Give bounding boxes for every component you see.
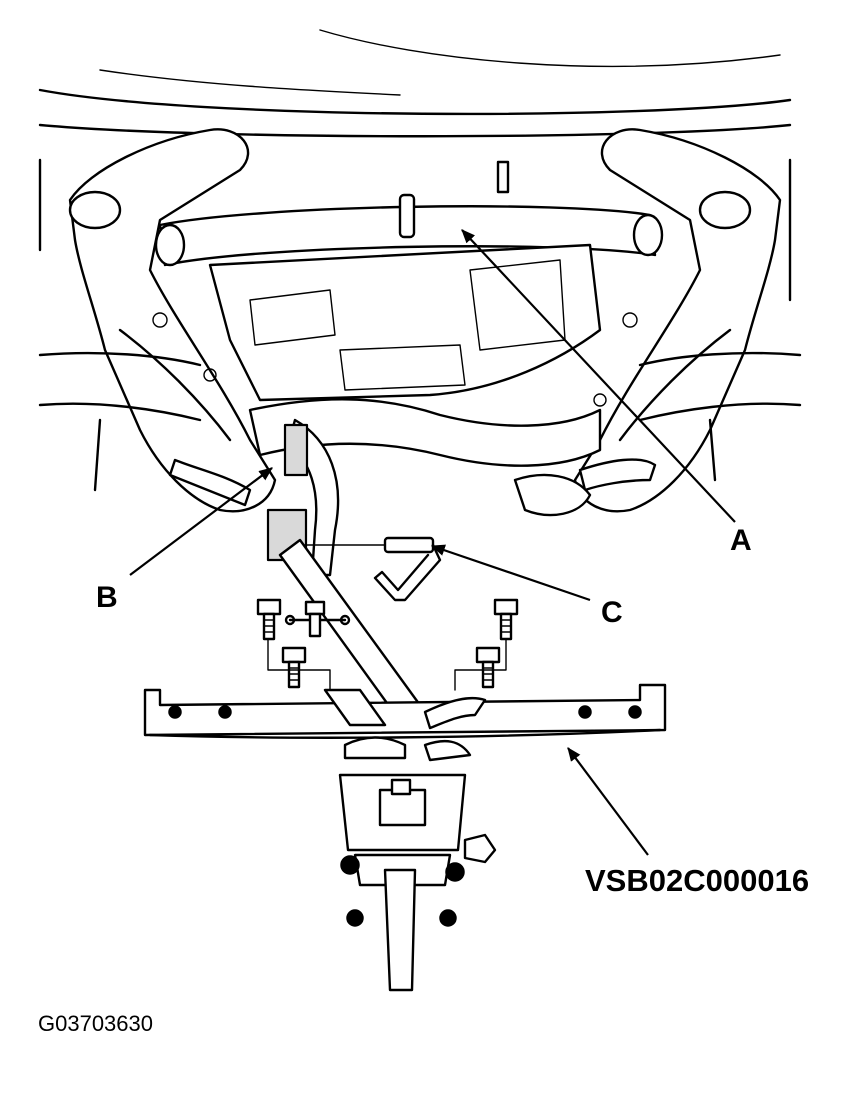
cross-member-a xyxy=(154,160,664,267)
callout-c: C xyxy=(601,596,623,629)
subframe-adapter-tool xyxy=(143,683,667,762)
engine-block xyxy=(208,243,602,402)
tool-number-label: VSB02C000016 xyxy=(585,863,809,898)
transmission-jack xyxy=(338,773,497,992)
callout-b: B xyxy=(96,581,118,614)
side-structures xyxy=(38,351,802,517)
callout-a: A xyxy=(730,524,752,557)
figure-id: G03703630 xyxy=(38,1011,153,1036)
subframe xyxy=(68,128,782,513)
vehicle-underbody xyxy=(38,29,792,302)
leader-lines xyxy=(129,229,736,856)
bolts xyxy=(256,598,519,691)
pin-c xyxy=(304,536,442,602)
